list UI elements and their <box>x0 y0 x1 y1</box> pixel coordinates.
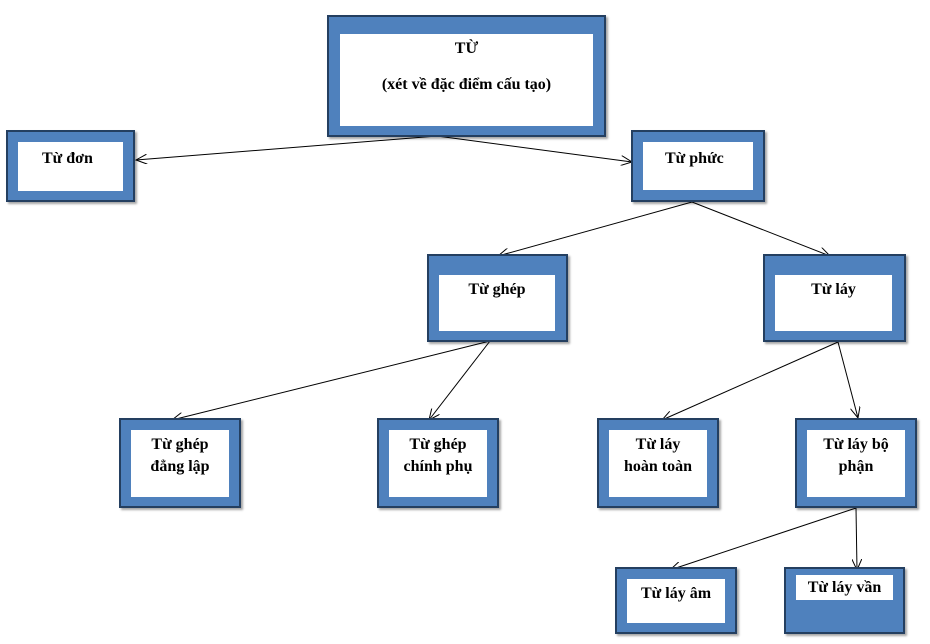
lay-hoan-toan-line2: hoàn toàn <box>623 457 693 475</box>
tu-phuc-label: Từ phức <box>665 150 724 167</box>
arrow-root-to-tu-phuc <box>436 135 632 162</box>
lay-van-label: Từ láy vần <box>807 579 882 596</box>
arrow-tu-phuc-to-tu-ghep <box>498 201 693 256</box>
arrow-tu-ghep-to-dang-lap <box>172 340 491 420</box>
lay-am-label: Từ láy âm <box>640 585 712 602</box>
node-tu-ghep: Từ ghép <box>427 254 568 342</box>
lay-bo-phan-line1: Từ láy bộ <box>823 436 889 453</box>
arrow-tu-lay-to-bo-phan <box>837 341 858 418</box>
ghep-dang-lap-line2: đẳng lập <box>150 457 210 475</box>
arrow-tu-lay-to-hoan-toan <box>662 341 839 420</box>
arrow-root-to-tu-don <box>136 135 438 160</box>
node-lay-hoan-toan: Từ láy hoàn toàn <box>597 418 719 508</box>
node-ghep-chinh-phu: Từ ghép chính phụ <box>377 418 499 508</box>
ghep-chinh-phu-line2: chính phụ <box>403 457 473 475</box>
node-lay-bo-phan: Từ láy bộ phận <box>795 418 917 508</box>
ghep-dang-lap-line1: Từ ghép <box>151 436 209 453</box>
node-ghep-dang-lap: Từ ghép đẳng lập <box>119 418 241 508</box>
root-title: TỪ <box>454 40 479 57</box>
node-lay-van: Từ láy vần <box>784 567 905 634</box>
lay-hoan-toan-line1: Từ láy <box>635 436 681 453</box>
arrow-tu-phuc-to-tu-lay <box>691 201 830 256</box>
node-tu-phuc: Từ phức <box>631 130 765 202</box>
tu-ghep-label: Từ ghép <box>468 281 526 298</box>
arrow-bo-phan-to-lay-van <box>856 507 857 570</box>
node-lay-am: Từ láy âm <box>615 567 737 634</box>
root-subtitle: (xét về đặc điểm cấu tạo) <box>381 75 552 93</box>
root-node: TỪ (xét về đặc điểm cấu tạo) <box>327 15 606 137</box>
ghep-chinh-phu-line1: Từ ghép <box>409 436 467 453</box>
lay-bo-phan-line2: phận <box>838 457 874 475</box>
tu-lay-label: Từ láy <box>811 281 856 298</box>
tu-don-label: Từ đơn <box>42 150 93 167</box>
node-tu-don: Từ đơn <box>6 130 135 202</box>
arrow-tu-ghep-to-chinh-phu <box>429 340 491 420</box>
node-tu-lay: Từ láy <box>763 254 906 342</box>
arrow-bo-phan-to-lay-am <box>670 507 857 570</box>
